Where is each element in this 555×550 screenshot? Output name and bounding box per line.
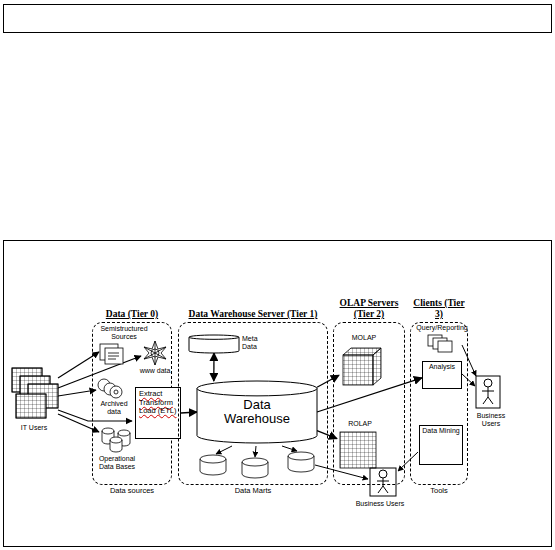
report-docs [428,335,452,352]
icon-label: IT Users [12,424,56,432]
page-frames [4,5,552,547]
icon-label: Operational Data Bases [92,455,142,471]
tier-heading: Data (Tier 0) [102,309,162,320]
group-caption: Data Marts [167,487,339,496]
database-cylinder: Meta Data [189,335,239,353]
server-node: ROLAP [337,420,383,473]
connector-arrow [317,375,339,387]
connector-arrow [181,412,197,413]
node-label: Extract Transform Load (ETL) [137,389,179,417]
node-label: Data Mining [421,427,461,435]
tier-heading: Clients (Tier 3) [409,298,469,320]
client-tool: Query/Reporting [414,324,470,354]
icon-label: Business Users [474,412,508,428]
icon-label: Business Users [340,500,420,508]
it-users-icon [12,368,58,418]
mart-arrows [216,345,476,479]
molap-cube [343,348,381,385]
www-web-icon [144,341,166,365]
tier-heading: OLAP Servers (Tier 2) [332,298,406,320]
archived-disks [98,379,122,398]
node-label: MOLAP [339,334,389,342]
icon-label: www data [138,367,172,375]
connector-arrow [213,353,214,381]
icon-label: Archived data [94,400,134,416]
semistructured-docs [100,344,123,364]
process-box: Extract Transform Load (ETL) [135,387,181,439]
connector-arrow [317,431,337,439]
node-label: Query/Reporting [414,324,470,332]
group-caption: Data sources [81,487,183,496]
node-label: Meta Data [242,335,270,351]
node-label: Analysis [424,363,460,371]
node-label: Data Warehouse [217,398,297,425]
cylinder-outline [189,335,239,353]
tier-heading: Data Warehouse Server (Tier 1) [178,309,328,320]
tier-region: Data Warehouse Server (Tier 1)Data Marts… [178,322,328,485]
operational-databases [102,428,130,452]
source-arrows [58,352,141,432]
tier-region: Clients (Tier 3)ToolsQuery/ReportingAnal… [410,322,468,485]
client-tool: Data Mining [419,425,463,465]
group-caption: Tools [399,487,479,496]
database-cylinder: Data Warehouse [197,381,317,443]
client-tool: Analysis [422,361,462,389]
data-mart-cylinders [200,452,314,478]
tier-region: OLAP Servers (Tier 2)MOLAPROLAP [333,322,405,485]
server-node: MOLAP [339,334,389,389]
business-user-figures [370,376,500,496]
node-label: ROLAP [337,420,383,428]
rolap-table [340,432,376,468]
icon-label: Semistructured Sources [96,325,152,341]
